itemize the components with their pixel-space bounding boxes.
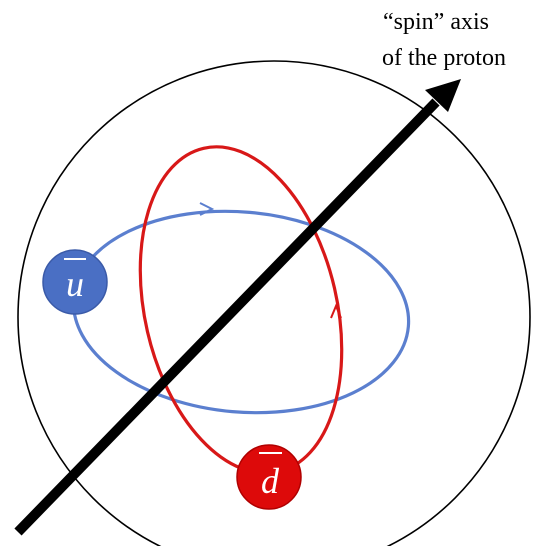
d-bar-orbit-direction-arrow [330,303,342,319]
d-bar-antiquark: d [236,444,302,510]
spin-axis-arrowhead [425,79,461,112]
u-bar-antiquark: u [42,249,108,315]
spin-axis-label-line-2: of the proton [382,45,506,71]
d-bar-circle [236,444,302,510]
spin-axis-line [14,98,440,536]
d-bar-symbol: d [261,461,280,501]
spin-axis-label-line-1: “spin” axis [383,9,489,35]
proton-sphere-outline [17,60,531,551]
d-bar-orbit [138,145,344,475]
u-bar-symbol: u [66,264,84,304]
u-bar-orbit [71,209,411,415]
u-bar-circle [42,249,108,315]
u-bar-orbit-direction-arrow [199,202,215,216]
